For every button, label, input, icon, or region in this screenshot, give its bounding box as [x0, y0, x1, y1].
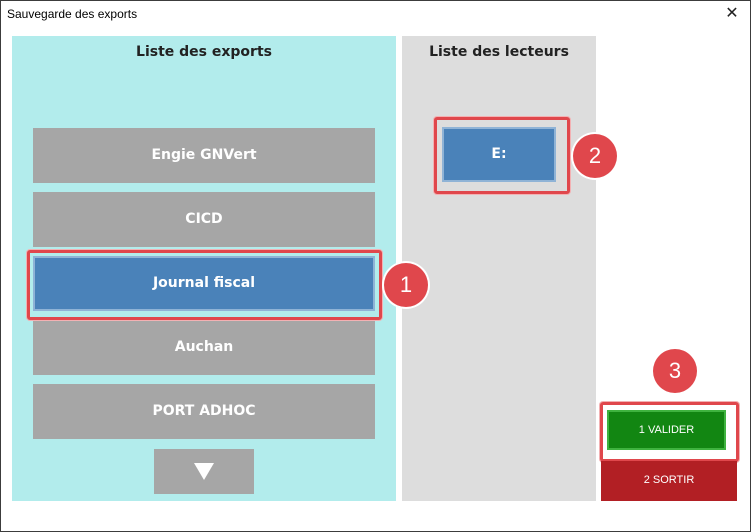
export-item-auchan[interactable]: Auchan — [33, 320, 375, 375]
export-item-port-adhoc[interactable]: PORT ADHOC — [33, 384, 375, 439]
export-item-journal-fiscal[interactable]: Journal fiscal — [33, 256, 375, 311]
title-bar: Sauvegarde des exports ✕ — [1, 1, 750, 29]
scroll-down-button[interactable] — [154, 449, 254, 494]
step-badge-2: 2 — [573, 134, 617, 178]
exports-panel-title: Liste des exports — [136, 44, 272, 60]
sortir-button[interactable]: 2 SORTIR — [601, 461, 737, 501]
step-badge-1: 1 — [384, 263, 428, 307]
readers-panel-title: Liste des lecteurs — [429, 44, 569, 60]
exports-panel: Liste des exports Engie GNVert CICD Jour… — [12, 36, 396, 501]
reader-item-e[interactable]: E: — [442, 127, 556, 182]
valider-button[interactable]: 1 VALIDER — [607, 410, 726, 450]
step-badge-3: 3 — [653, 349, 697, 393]
close-icon[interactable]: ✕ — [725, 5, 739, 22]
readers-panel: Liste des lecteurs E: — [402, 36, 596, 501]
window-title: Sauvegarde des exports — [7, 7, 138, 21]
triangle-down-icon — [194, 463, 214, 480]
export-item-cicd[interactable]: CICD — [33, 192, 375, 247]
export-item-engie-gnvert[interactable]: Engie GNVert — [33, 128, 375, 183]
